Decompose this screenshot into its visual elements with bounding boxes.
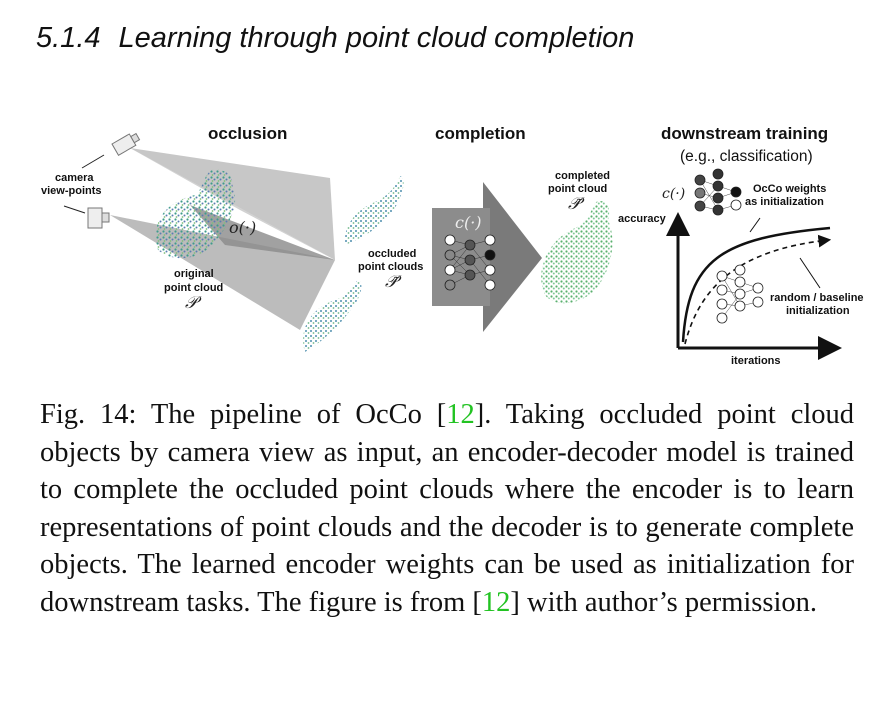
completed-symbol: 𝒫̃ (568, 194, 581, 214)
downstream-network-occo-icon (694, 168, 742, 216)
citation-link-12-second[interactable]: 12 (481, 586, 511, 618)
original-label-line2: point cloud (164, 282, 224, 294)
original-label-line1: original (174, 268, 214, 280)
occluded-label-line2: point clouds (358, 261, 424, 273)
caption-prefix: Fig. 14: The pipeline of OcCo [ (40, 399, 447, 430)
random-pointer (799, 257, 821, 289)
camera-icon-top (111, 132, 141, 156)
camera-label-line2: view-points (41, 185, 102, 197)
camera-icon-bottom (87, 207, 110, 229)
downstream-network-random-icon (716, 264, 764, 324)
stage-label-completion: completion (435, 124, 526, 143)
figure-graphics (63, 132, 842, 360)
figure-pipeline: occlusion completion downstream training… (0, 110, 876, 390)
section-heading: 5.1.4 Learning through point cloud comple… (36, 22, 634, 55)
section-number: 5.1.4 (36, 22, 101, 54)
occo-label-line2: as initialization (745, 196, 824, 208)
occluded-label-line1: occluded (368, 248, 417, 260)
camera-label-line1: camera (55, 172, 94, 184)
stage-label-downstream: downstream training (661, 124, 829, 143)
citation-link-12[interactable]: 12 (446, 399, 475, 430)
occlusion-function: o(·) (229, 218, 257, 237)
camera-pointer-top (81, 154, 105, 169)
accuracy-label: accuracy (618, 213, 666, 225)
occluded-point-cloud-1 (344, 176, 404, 245)
completed-point-cloud (541, 200, 613, 304)
completion-box (432, 208, 490, 306)
completed-label-line2: point cloud (548, 183, 608, 195)
random-label-line2: initialization (786, 305, 850, 317)
occluded-symbol: 𝒫̃ (385, 272, 398, 292)
section-title: Learning through point cloud completion (118, 22, 635, 54)
original-point-cloud (155, 169, 236, 259)
completion-network-icon (444, 234, 496, 291)
baseline-curve (684, 234, 832, 345)
iterations-label: iterations (731, 355, 781, 367)
figure-caption: Fig. 14: The pipeline of OcCo [12]. Taki… (40, 396, 854, 621)
stage-sublabel-downstream: (e.g., classification) (680, 148, 813, 165)
caption-middle: ]. Taking occluded point cloud objects b… (40, 399, 855, 618)
occo-pointer (749, 217, 761, 233)
stage-label-occlusion: occlusion (208, 124, 288, 143)
random-label-line1: random / baseline (770, 292, 864, 304)
caption-suffix: ] with author’s permission. (510, 586, 818, 618)
completed-label-line1: completed (555, 170, 611, 182)
completion-function: c(·) (455, 213, 482, 232)
occluded-point-cloud-2 (303, 280, 362, 352)
downstream-function: c(·) (662, 186, 686, 202)
occo-label-line1: OcCo weights (753, 183, 827, 195)
camera-pointer-bottom (63, 205, 86, 214)
original-symbol: 𝒫 (185, 293, 198, 313)
occo-curve (681, 226, 831, 343)
